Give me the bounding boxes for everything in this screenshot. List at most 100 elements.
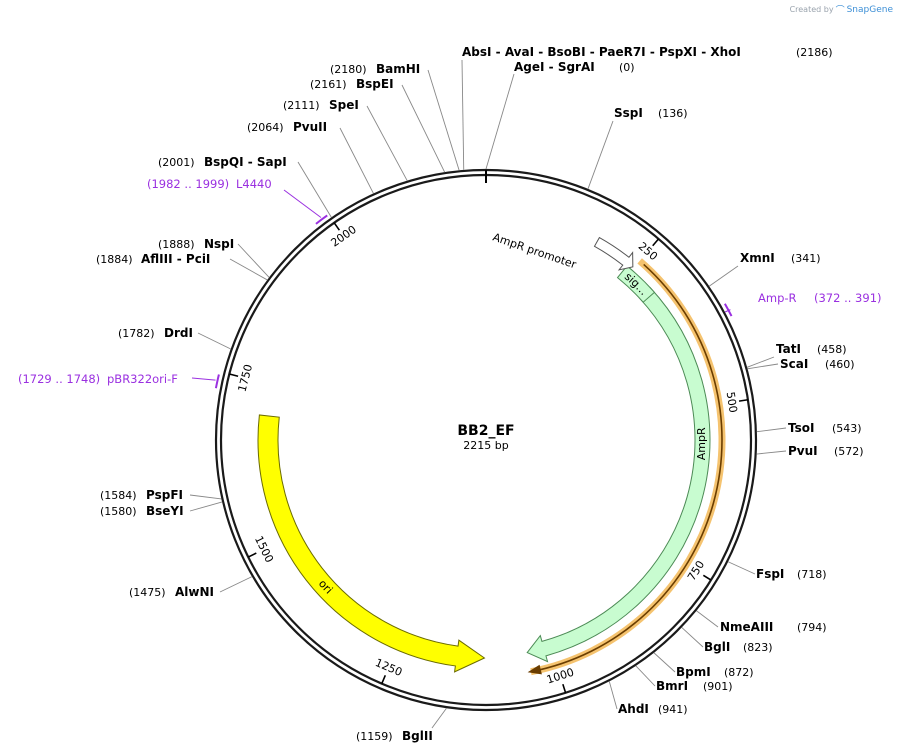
site-pos-spei: (2111) <box>283 99 320 112</box>
site-pos-sspi: (136) <box>658 107 688 120</box>
watermark-prefix: Created by <box>789 5 834 14</box>
site-label-xhoi-group[interactable]: AbsI - AvaI - BsoBI - PaeR7I - PspXI - X… <box>462 45 741 59</box>
site-label-scai[interactable]: ScaI <box>780 357 808 371</box>
site-label-spei[interactable]: SpeI <box>329 98 359 112</box>
site-label-ahdi[interactable]: AhdI <box>618 702 649 716</box>
site-pos-agei-group: (0) <box>619 61 635 74</box>
site-pos-bamhi: (2180) <box>330 63 367 76</box>
primer-mark-1[interactable] <box>214 374 220 389</box>
orf-line <box>530 263 723 673</box>
site-pos-bgli: (823) <box>743 641 773 654</box>
tick-mark-1500 <box>247 552 257 558</box>
site-connector-12 <box>635 665 656 687</box>
primer-connector-1 <box>191 377 216 381</box>
site-connector-23 <box>366 105 408 181</box>
site-connector-1 <box>485 73 515 170</box>
site-connector-11 <box>653 652 676 673</box>
orf-arrowhead <box>527 664 542 675</box>
site-pos-xhoi-group: (2186) <box>796 46 833 59</box>
site-label-agei-group[interactable]: AgeI - SgrAI <box>514 60 595 74</box>
site-pos-scai: (460) <box>825 358 855 371</box>
primer-mark-2[interactable] <box>315 214 328 225</box>
site-pos-bspei: (2161) <box>310 78 347 91</box>
site-connector-8 <box>727 561 756 575</box>
primer-mark-0[interactable] <box>724 303 733 317</box>
primer-label-pbr322ori-f[interactable]: pBR322ori-F <box>107 372 178 386</box>
tick-label-1250: 1250 <box>373 656 404 679</box>
site-label-afliii-group[interactable]: AflIII - PciI <box>141 252 210 266</box>
tick-label-1750: 1750 <box>236 363 256 393</box>
snapgene-watermark: Created by ⌒ SnapGene <box>789 3 893 17</box>
site-connector-0 <box>461 59 465 170</box>
site-connector-3 <box>708 265 739 287</box>
site-pos-nspi: (1888) <box>158 238 195 251</box>
tick-label-2000: 2000 <box>328 223 358 250</box>
site-label-sspi[interactable]: SspI <box>614 106 643 120</box>
tick-mark-1750 <box>229 373 239 378</box>
site-pos-sapi-group: (2001) <box>158 156 195 169</box>
site-connector-7 <box>756 450 787 455</box>
site-label-nspi[interactable]: NspI <box>204 237 234 251</box>
site-label-bamhi[interactable]: BamHI <box>376 62 420 76</box>
site-label-group: AbsI - AvaI - BsoBI - PaeR7I - PspXI - X… <box>96 45 864 743</box>
tick-mark-500 <box>738 398 749 402</box>
tick-label-250: 250 <box>636 240 660 264</box>
site-label-pspfi[interactable]: PspFI <box>146 488 183 502</box>
site-pos-pvui: (572) <box>834 445 864 458</box>
site-label-alwni[interactable]: AlwNI <box>175 585 214 599</box>
site-connector-20 <box>237 243 270 278</box>
tick-mark-2000 <box>333 222 341 231</box>
site-label-tsoi[interactable]: TsoI <box>788 421 814 435</box>
snapgene-logo-icon: ⌒ <box>835 6 845 16</box>
site-label-tati[interactable]: TatI <box>776 342 801 356</box>
site-label-fspi[interactable]: FspI <box>756 567 784 581</box>
site-label-bpmi[interactable]: BpmI <box>676 665 711 679</box>
site-connector-layer <box>189 59 787 729</box>
site-connector-13 <box>608 681 618 710</box>
site-label-drdi[interactable]: DrdI <box>164 326 193 340</box>
site-pos-xmni: (341) <box>791 252 821 265</box>
site-label-bspei[interactable]: BspEI <box>356 77 394 91</box>
site-label-pvuii[interactable]: PvuII <box>293 120 327 134</box>
site-label-bglii[interactable]: BglII <box>402 729 433 743</box>
primer-layer <box>191 189 733 389</box>
feature-arrow-ori[interactable] <box>257 414 486 673</box>
site-connector-2 <box>587 120 614 190</box>
site-label-bmri[interactable]: BmrI <box>656 679 688 693</box>
site-pos-pspfi: (1584) <box>100 489 137 502</box>
site-pos-tsoi: (543) <box>832 422 862 435</box>
site-pos-drdi: (1782) <box>118 327 155 340</box>
site-connector-14 <box>431 707 447 729</box>
site-label-bseyi[interactable]: BseYI <box>146 504 184 518</box>
feature-arrow-ampr[interactable] <box>526 286 711 663</box>
site-connector-18 <box>197 332 231 350</box>
site-label-xmni[interactable]: XmnI <box>740 251 775 265</box>
plasmid-length: 2215 bp <box>463 439 508 452</box>
site-pos-bseyi: (1580) <box>100 505 137 518</box>
tick-mark-1250 <box>381 675 387 684</box>
site-connector-19 <box>229 258 268 281</box>
site-connector-4 <box>746 356 775 368</box>
primer-label-amp-r[interactable]: Amp-R <box>758 291 797 305</box>
feature-label-ampr: AmpR <box>695 427 708 460</box>
site-label-sapi-group[interactable]: BspQI - SapI <box>204 155 287 169</box>
site-pos-bmri: (901) <box>703 680 733 693</box>
site-pos-ahdi: (941) <box>658 703 688 716</box>
site-pos-alwni: (1475) <box>129 586 166 599</box>
primer-label-l4440[interactable]: L4440 <box>236 177 272 191</box>
site-label-nmeaiii[interactable]: NmeAIII <box>720 620 773 634</box>
feature-arrow-ampr-promoter[interactable] <box>593 236 634 271</box>
watermark-brand: SnapGene <box>846 4 893 15</box>
primer-range-pbr322ori-f: (1729 .. 1748) <box>18 372 100 386</box>
primer-range-amp-r: (372 .. 391) <box>814 291 882 305</box>
site-connector-6 <box>756 427 787 433</box>
tick-label-1500: 1500 <box>252 534 276 565</box>
feature-arrow-sig[interactable] <box>616 265 656 303</box>
site-connector-9 <box>696 610 719 628</box>
site-label-bgli[interactable]: BglI <box>704 640 730 654</box>
site-label-pvui[interactable]: PvuI <box>788 444 818 458</box>
primer-connector-0 <box>724 309 731 313</box>
site-pos-tati: (458) <box>817 343 847 356</box>
